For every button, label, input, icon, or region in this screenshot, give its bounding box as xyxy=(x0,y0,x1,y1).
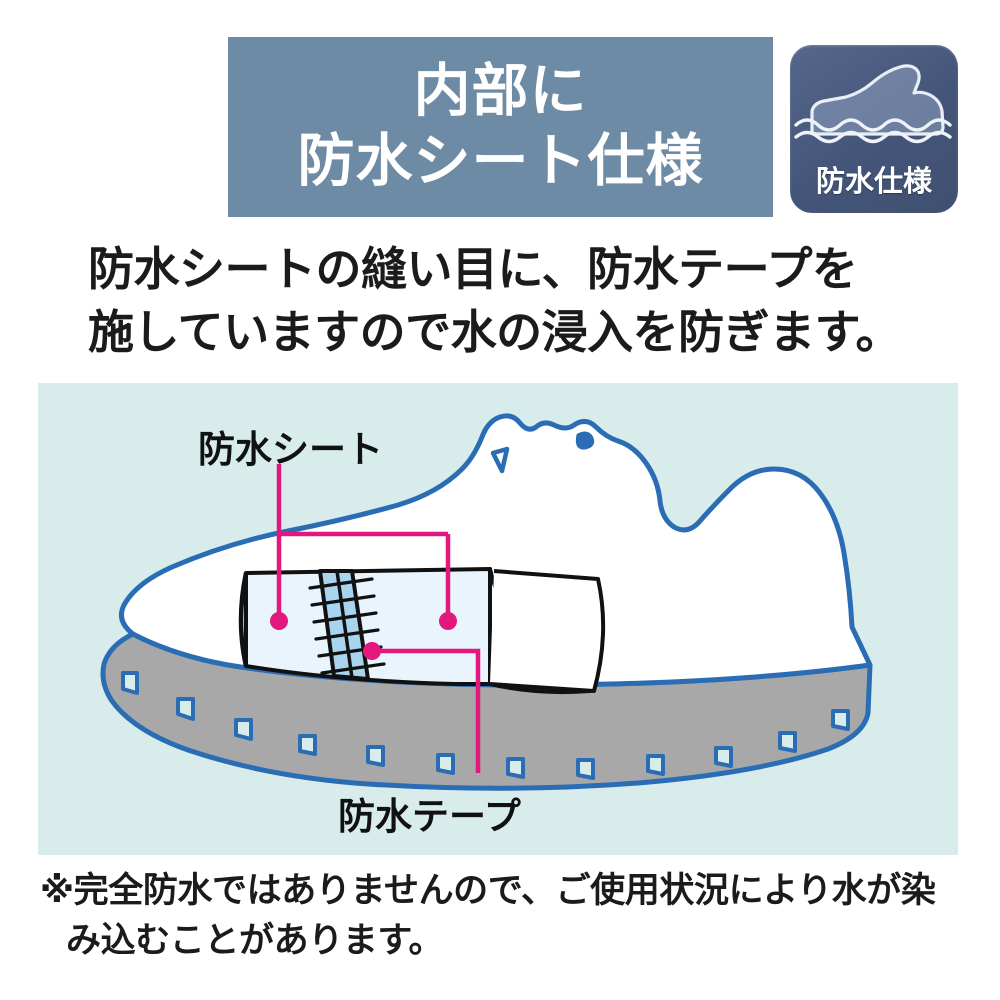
footnote-line-1: ※完全防水ではありませんので、ご使用状況により水が染 xyxy=(40,871,936,910)
waterproof-shoe-icon xyxy=(794,64,952,144)
label-waterproof-sheet: 防水シート xyxy=(198,429,383,470)
description-line-2: 施していますので水の浸入を防ぎます。 xyxy=(88,305,902,358)
footnote-line-2: み込むことがあります。 xyxy=(66,920,444,960)
callout-dots xyxy=(270,612,457,660)
title-line-1: 内部に xyxy=(413,59,588,124)
description-line-1: 防水シートの縫い目に、防水テープを xyxy=(88,243,858,295)
waterproof-badge: 防水仕様 xyxy=(790,45,958,213)
label-waterproof-tape: 防水テープ xyxy=(338,796,521,837)
footnote-block: ※完全防水ではありませんので、ご使用状況により水が染 み込むことがあります。 xyxy=(40,866,980,965)
shoe-diagram-panel: 防水シート 防水テープ xyxy=(38,383,958,855)
badge-label: 防水仕様 xyxy=(815,166,932,198)
description-block: 防水シートの縫い目に、防水テープを 施していますので水の浸入を防ぎます。 xyxy=(88,238,948,363)
header-row: 内部に 防水シート仕様 防水仕様 xyxy=(0,0,1000,232)
title-banner: 内部に 防水シート仕様 xyxy=(228,37,773,217)
shoe-cutaway-illustration xyxy=(100,413,873,791)
title-line-2: 防水シート仕様 xyxy=(297,129,704,193)
